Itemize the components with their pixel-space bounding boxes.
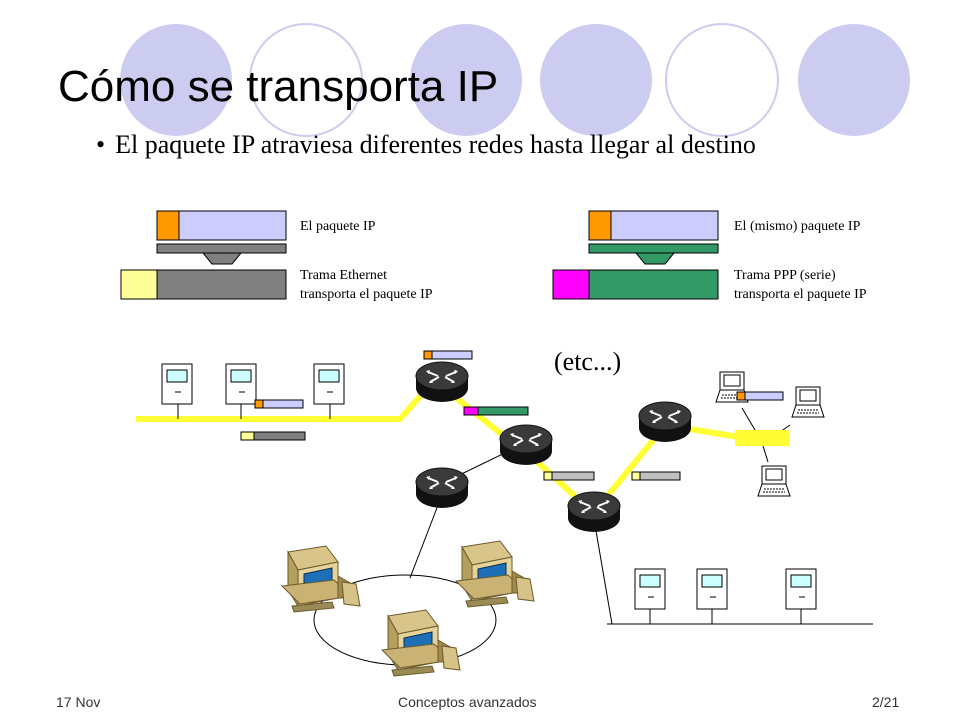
pc-top-2 <box>225 363 257 405</box>
footer-page-number: 2/21 <box>872 694 900 710</box>
pc-top-3 <box>313 363 345 405</box>
footer-topic: Conceptos avanzados <box>398 694 537 710</box>
decorative-circles <box>120 23 910 137</box>
router-1 <box>415 361 469 403</box>
pc3d-right <box>455 540 535 608</box>
footer-date: 17 Nov <box>56 694 101 710</box>
network-links <box>136 382 873 666</box>
bullet-point: • El paquete IP atraviesa diferentes rede… <box>96 130 756 160</box>
ppp-legend <box>552 210 719 300</box>
hub <box>735 430 789 446</box>
ppp-frame-body <box>588 269 719 300</box>
ethernet-frame-header <box>120 269 158 300</box>
pc-top-1 <box>161 363 193 405</box>
ppp-frame-header <box>552 269 590 300</box>
encapsulation-arrow-bar <box>156 243 287 254</box>
laptop-3 <box>757 465 791 497</box>
laptop-2 <box>791 386 825 418</box>
router-4 <box>567 491 621 533</box>
router-5 <box>638 401 692 443</box>
ethernet-segment-left <box>136 383 433 422</box>
encapsulation-arrow-head <box>634 252 676 265</box>
ppp-frame-label-line2: transporta el paquete IP <box>734 287 867 302</box>
ip-packet-header <box>156 210 180 241</box>
pc-bottom-3 <box>785 568 817 610</box>
encapsulation-arrow-head <box>201 252 243 265</box>
bullet-text: El paquete IP atraviesa diferentes redes… <box>115 130 756 159</box>
pc3d-bottom <box>381 609 461 677</box>
etc-label: (etc...) <box>554 347 622 376</box>
router-2 <box>499 424 553 466</box>
ethernet-legend <box>120 210 287 300</box>
encapsulation-arrow-bar <box>588 243 719 254</box>
packets-in-transit <box>240 350 784 481</box>
ethernet-frame-label-line1: Trama Ethernet <box>300 268 387 283</box>
bullet-marker: • <box>96 130 106 159</box>
ethernet-packet-label: El paquete IP <box>300 219 376 234</box>
router-3 <box>415 467 469 509</box>
ppp-frame-label-line1: Trama PPP (serie) <box>734 268 836 283</box>
ppp-packet-label: El (mismo) paquete IP <box>734 219 861 234</box>
ip-packet-header <box>588 210 612 241</box>
pc-bottom-2 <box>696 568 728 610</box>
pc-bottom-1 <box>634 568 666 610</box>
ip-packet-body <box>178 210 287 241</box>
ethernet-frame-label-line2: transporta el paquete IP <box>300 287 433 302</box>
slide-title: Cómo se transporta IP <box>58 62 499 111</box>
ip-packet-body <box>610 210 719 241</box>
ethernet-frame-body <box>156 269 287 300</box>
